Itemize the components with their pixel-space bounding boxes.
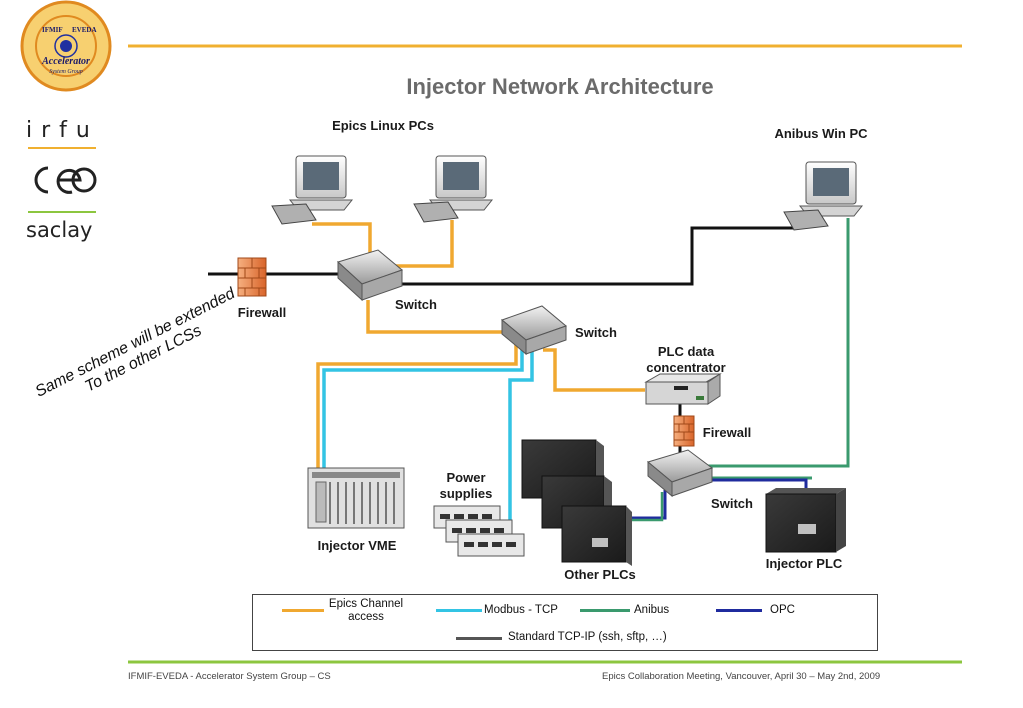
label-firewall-left: Firewall bbox=[237, 305, 287, 320]
firewall-right bbox=[673, 415, 695, 447]
label-injector-vme: Injector VME bbox=[317, 538, 397, 553]
irfu-logo: irfu bbox=[26, 118, 99, 143]
label-firewall-right: Firewall bbox=[702, 425, 752, 440]
logo-system-group: System Group bbox=[49, 69, 83, 75]
switch-top bbox=[337, 249, 403, 302]
epics-pc-2 bbox=[413, 155, 494, 223]
power-supplies bbox=[433, 505, 525, 557]
legend-modbus: Modbus - TCP bbox=[484, 604, 558, 616]
legend-tcpip: Standard TCP-IP (ssh, sftp, …) bbox=[508, 631, 667, 643]
label-injector-plc: Injector PLC bbox=[765, 556, 843, 571]
label-plc-concentrator: PLC data concentrator bbox=[646, 344, 726, 375]
label-switch-mid: Switch bbox=[575, 325, 617, 340]
plc-concentrator bbox=[644, 373, 722, 405]
epics-pc-1 bbox=[271, 155, 354, 225]
anibus-pc bbox=[783, 161, 864, 231]
label-epics-pcs: Epics Linux PCs bbox=[332, 118, 434, 133]
legend bbox=[252, 594, 878, 651]
legend-swatch-opc bbox=[716, 609, 762, 612]
anibus-other-plcs bbox=[628, 492, 664, 522]
legend-epics-ca: Epics Channel access bbox=[328, 598, 404, 623]
epics-ca-links bbox=[312, 220, 645, 470]
legend-anibus: Anibus bbox=[634, 604, 670, 616]
logo-eveda: EVEDA bbox=[72, 26, 97, 34]
injector-plc bbox=[765, 488, 846, 553]
saclay-logo: saclay bbox=[26, 218, 93, 242]
injector-vme bbox=[307, 467, 405, 529]
legend-swatch-anibus bbox=[580, 609, 630, 612]
modbus-links bbox=[322, 342, 534, 520]
logo-ifmif: IFMIF bbox=[42, 26, 63, 34]
switch-bottom bbox=[646, 449, 714, 498]
logo-accelerator: Accelerator bbox=[41, 56, 90, 67]
legend-swatch-epics-ca bbox=[282, 609, 324, 612]
page-title: Injector Network Architecture bbox=[406, 74, 714, 99]
switch-mid bbox=[501, 305, 567, 356]
accelerator-logo: IFMIF EVEDA Accelerator System Group bbox=[20, 0, 112, 92]
firewall-left bbox=[237, 257, 267, 297]
cea-logo bbox=[34, 166, 97, 194]
label-switch-bottom: Switch bbox=[711, 496, 753, 511]
legend-opc: OPC bbox=[770, 604, 795, 616]
label-power-supplies: Power supplies bbox=[439, 470, 493, 501]
label-other-plcs: Other PLCs bbox=[564, 567, 636, 582]
footer-right: Epics Collaboration Meeting, Vancouver, … bbox=[602, 671, 881, 682]
legend-swatch-tcpip bbox=[456, 637, 502, 640]
label-anibus-pc: Anibus Win PC bbox=[774, 126, 868, 141]
footer-left: IFMIF-EVEDA - Accelerator System Group –… bbox=[128, 671, 331, 682]
other-plcs bbox=[521, 439, 632, 566]
label-switch-top: Switch bbox=[395, 297, 437, 312]
tcpip-links bbox=[208, 226, 800, 458]
legend-swatch-modbus bbox=[436, 609, 482, 612]
